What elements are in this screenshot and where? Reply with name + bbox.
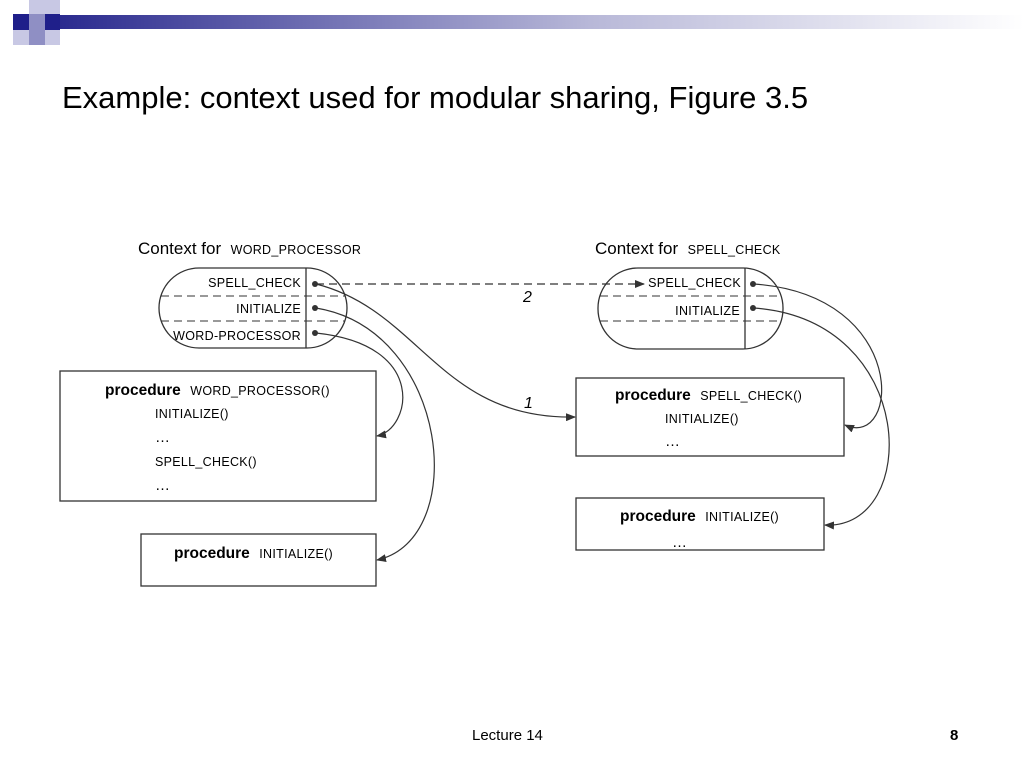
svg-text:procedure INITIALIZE(): procedure INITIALIZE() <box>174 545 333 562</box>
header-square <box>29 14 45 30</box>
binding-arrow <box>315 332 404 439</box>
procedure-word-processor: procedure WORD_PROCESSOR() INITIALIZE() … <box>59 370 377 502</box>
binding-dot <box>312 281 318 287</box>
binding-arrow <box>315 307 435 562</box>
svg-text:procedure SPELL_CHECK(): procedure SPELL_CHECK() <box>615 387 802 404</box>
procedure-line: SPELL_CHECK() <box>155 455 257 469</box>
procedure-keyword: procedure <box>174 545 250 562</box>
page-number: 8 <box>950 727 959 744</box>
arrow-label: 2 <box>522 289 532 306</box>
procedure-keyword: procedure <box>105 382 181 399</box>
procedure-keyword: procedure <box>615 387 691 404</box>
context-capsule <box>597 267 784 350</box>
procedure-line: … <box>665 433 680 450</box>
binding-dot <box>312 305 318 311</box>
header-square <box>13 30 29 45</box>
binding-dot <box>750 305 756 311</box>
header-square <box>45 0 60 14</box>
procedure-box <box>575 497 825 551</box>
context-name: SPELL_CHECK <box>688 243 781 257</box>
header-square <box>29 0 45 14</box>
binding-arrow-1 <box>315 283 576 422</box>
context-title-label: Context for <box>138 239 221 258</box>
header-square <box>45 14 60 30</box>
header-decoration <box>13 0 1024 45</box>
header-square <box>29 30 45 45</box>
procedure-name: INITIALIZE() <box>705 510 779 524</box>
procedure-name: WORD_PROCESSOR() <box>190 384 330 398</box>
context-capsule <box>158 267 348 349</box>
procedure-name: SPELL_CHECK() <box>700 389 802 403</box>
procedure-line: INITIALIZE() <box>665 412 739 426</box>
header-square <box>45 30 60 45</box>
binding-dot <box>750 281 756 287</box>
procedure-initialize-right: procedure INITIALIZE() … <box>575 497 825 551</box>
procedure-line: … <box>155 429 170 446</box>
procedure-initialize-left: procedure INITIALIZE() <box>140 533 377 587</box>
context-title-label: Context for <box>595 239 678 258</box>
header-square <box>13 14 29 30</box>
procedure-box <box>59 370 377 502</box>
svg-text:Context for SPELL_CHECK: Context for SPELL_CHECK <box>595 239 781 258</box>
context-word-processor: Context for WORD_PROCESSOR SPELL_CHECK I… <box>138 239 361 349</box>
arrow-label: 1 <box>524 395 533 412</box>
procedure-line: … <box>155 477 170 494</box>
context-slot-label: INITIALIZE <box>236 302 301 316</box>
context-slot-label: INITIALIZE <box>675 304 740 318</box>
binding-arrow <box>753 307 890 530</box>
svg-text:procedure WORD_PROCESSOR: procedure WORD_PROCESSOR() <box>105 382 330 399</box>
svg-text:procedure INITIALIZE(): procedure INITIALIZE() <box>620 508 779 525</box>
procedure-box <box>575 377 845 457</box>
procedure-line: … <box>672 534 687 551</box>
context-name: WORD_PROCESSOR <box>231 243 362 257</box>
binding-arrow <box>753 283 883 433</box>
binding-dot <box>312 330 318 336</box>
procedure-line: INITIALIZE() <box>155 407 229 421</box>
procedure-box <box>140 533 377 587</box>
context-slot-label: WORD-PROCESSOR <box>173 329 301 343</box>
svg-text:Context for WORD_PROCESS: Context for WORD_PROCESSOR <box>138 239 361 258</box>
slide-title: Example: context used for modular sharin… <box>62 80 809 115</box>
procedure-name: INITIALIZE() <box>259 547 333 561</box>
procedure-keyword: procedure <box>620 508 696 525</box>
header-gradient-band <box>60 15 1024 29</box>
footer-label: Lecture 14 <box>472 727 543 744</box>
context-spell-check: Context for SPELL_CHECK SPELL_CHECK INIT… <box>595 239 784 350</box>
procedure-spell-check: procedure SPELL_CHECK() INITIALIZE() … <box>575 377 845 457</box>
context-slot-label: SPELL_CHECK <box>648 276 741 290</box>
context-slot-label: SPELL_CHECK <box>208 276 301 290</box>
